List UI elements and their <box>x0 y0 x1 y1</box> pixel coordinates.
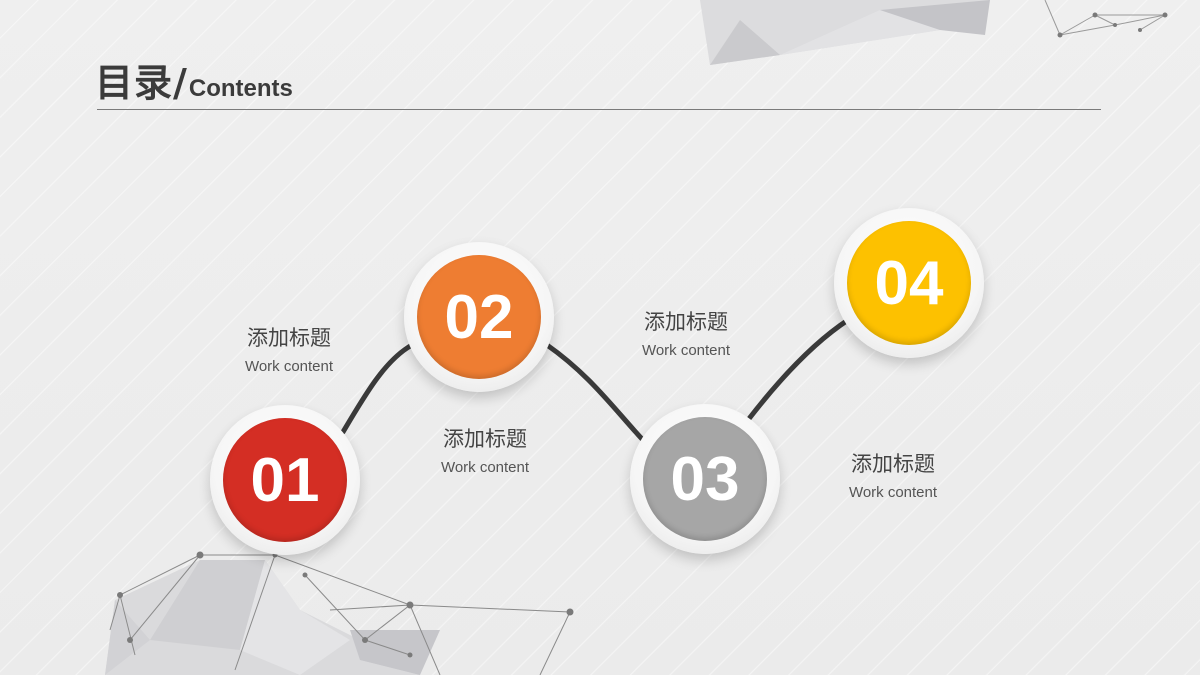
step-number-04: 04 <box>847 221 971 345</box>
step-label-04: 添加标题 Work content <box>793 450 993 501</box>
step-title-03: 添加标题 <box>644 310 728 334</box>
step-title-04: 添加标题 <box>851 452 935 476</box>
step-circle-01[interactable]: 01 <box>210 405 360 555</box>
step-subtitle-02: Work content <box>440 459 530 476</box>
title-english: Contents <box>188 75 293 102</box>
title-slash: / <box>173 61 187 105</box>
step-title-02: 添加标题 <box>443 427 527 451</box>
step-label-03: 添加标题 Work content <box>586 308 786 359</box>
title-divider <box>97 109 1101 110</box>
step-circle-03[interactable]: 03 <box>630 404 780 554</box>
title-chinese: 目录 <box>95 61 174 105</box>
page-title: 目录 / Contents <box>95 52 293 105</box>
connector-line <box>340 317 851 443</box>
step-label-01: 添加标题 Work content <box>189 324 389 375</box>
step-title-01: 添加标题 <box>247 326 331 350</box>
step-label-02: 添加标题 Work content <box>385 425 585 476</box>
step-number-03: 03 <box>643 417 767 541</box>
step-circle-04[interactable]: 04 <box>834 208 984 358</box>
step-circle-02[interactable]: 02 <box>404 242 554 392</box>
step-number-02: 02 <box>417 255 541 379</box>
step-subtitle-01: Work content <box>244 358 334 375</box>
step-number-01: 01 <box>223 418 347 542</box>
step-subtitle-03: Work content <box>641 342 731 359</box>
step-subtitle-04: Work content <box>848 484 938 501</box>
